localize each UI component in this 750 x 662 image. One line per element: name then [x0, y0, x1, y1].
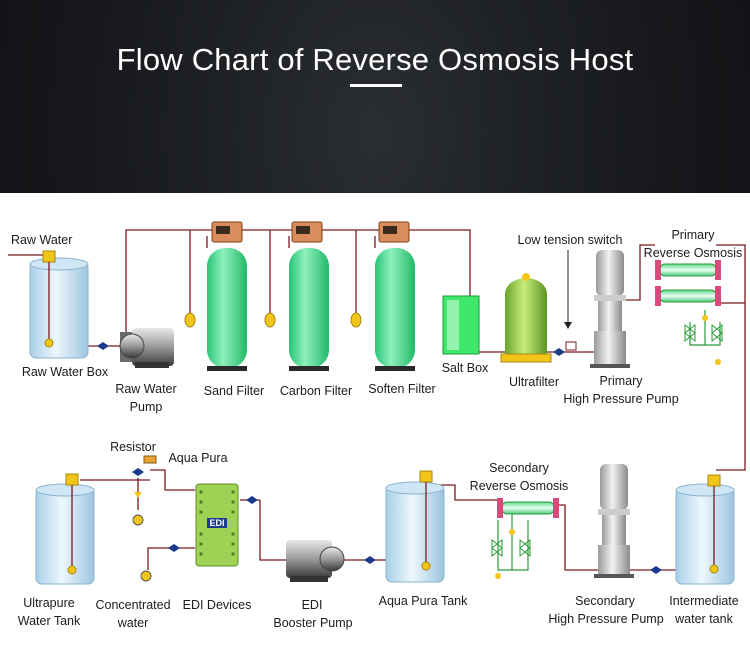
low-tension-switch [565, 341, 577, 351]
primary-reverse-osmosis [655, 260, 723, 365]
flow-diagram-panel [0, 193, 750, 662]
edi-badge: EDI [209, 518, 225, 528]
secondary-reverse-osmosis [491, 498, 559, 579]
label-ultrapure-2: Water Tank [17, 614, 81, 628]
label-aqua-pura-tank: Aqua Pura Tank [378, 594, 468, 608]
label-raw-water-box: Raw Water Box [21, 365, 109, 379]
edi-devices [168, 483, 258, 567]
label-secondary-ro-1: Secondary [489, 461, 549, 475]
label-intermediate-1: Intermediate [669, 594, 739, 608]
label-ultrafilter: Ultrafilter [508, 375, 559, 389]
label-secondary-pump-1: Secondary [575, 594, 635, 608]
label-edi-booster-2: Booster Pump [273, 616, 353, 630]
label-secondary-pump-2: High Pressure Pump [548, 612, 664, 626]
title-underline [350, 84, 402, 87]
label-carbon-filter: Carbon Filter [279, 384, 353, 398]
inlet-valve-icon [97, 342, 109, 350]
ultrapure-water-tank [35, 473, 95, 585]
pipe-ro1-to-intermediate [716, 244, 746, 471]
primary-high-pressure-pump [590, 250, 630, 368]
label-aqua-pura: Aqua Pura [168, 451, 228, 465]
pipe-ro2-to-aqua [430, 484, 498, 501]
pipe-edi-to-concentrate [147, 547, 195, 570]
intermediate-water-tank [650, 474, 735, 585]
label-primary-pump-2: High Pressure Pump [563, 392, 679, 406]
page-title: Flow Chart of Reverse Osmosis Host [116, 42, 634, 77]
label-raw-water-pump-1: Raw Water [115, 382, 177, 396]
raw-water-box [29, 250, 89, 359]
label-low-tension-switch: Low tension switch [517, 233, 623, 247]
label-soften-filter: Soften Filter [368, 382, 436, 396]
label-concentrated-2: water [117, 616, 149, 630]
label-salt-box: Salt Box [441, 361, 489, 375]
edi-booster-pump [286, 540, 345, 582]
pipe-edi-to-resistor [150, 469, 195, 491]
label-edi-devices: EDI Devices [182, 598, 252, 612]
label-sand-filter: Sand Filter [203, 384, 265, 398]
label-raw-water-pump-2: Pump [129, 400, 163, 414]
label-concentrated-1: Concentrated [95, 598, 171, 612]
label-ultrapure-1: Ultrapure [23, 596, 75, 610]
valve-icon [553, 348, 565, 356]
label-primary-ro-1: Primary [671, 228, 715, 242]
label-primary-ro-2: Reverse Osmosis [643, 246, 743, 260]
ultrafilter [500, 250, 577, 363]
sand-filter [184, 221, 247, 371]
secondary-high-pressure-pump [594, 464, 634, 578]
resistor [132, 455, 157, 582]
label-secondary-ro-2: Reverse Osmosis [469, 479, 569, 493]
aqua-pura-tank [364, 470, 445, 583]
carbon-filter [264, 221, 329, 371]
raw-water-pump [119, 328, 174, 368]
label-raw-water: Raw Water [11, 233, 73, 247]
label-edi-booster-1: EDI [301, 598, 323, 612]
pipe-pump-to-ro1 [626, 244, 655, 301]
label-primary-pump-1: Primary [599, 374, 643, 388]
salt-box [442, 295, 480, 355]
soften-filter [350, 221, 415, 371]
flow-diagram [8, 221, 746, 585]
label-resistor: Resistor [110, 440, 156, 454]
label-intermediate-2: water tank [675, 612, 733, 626]
